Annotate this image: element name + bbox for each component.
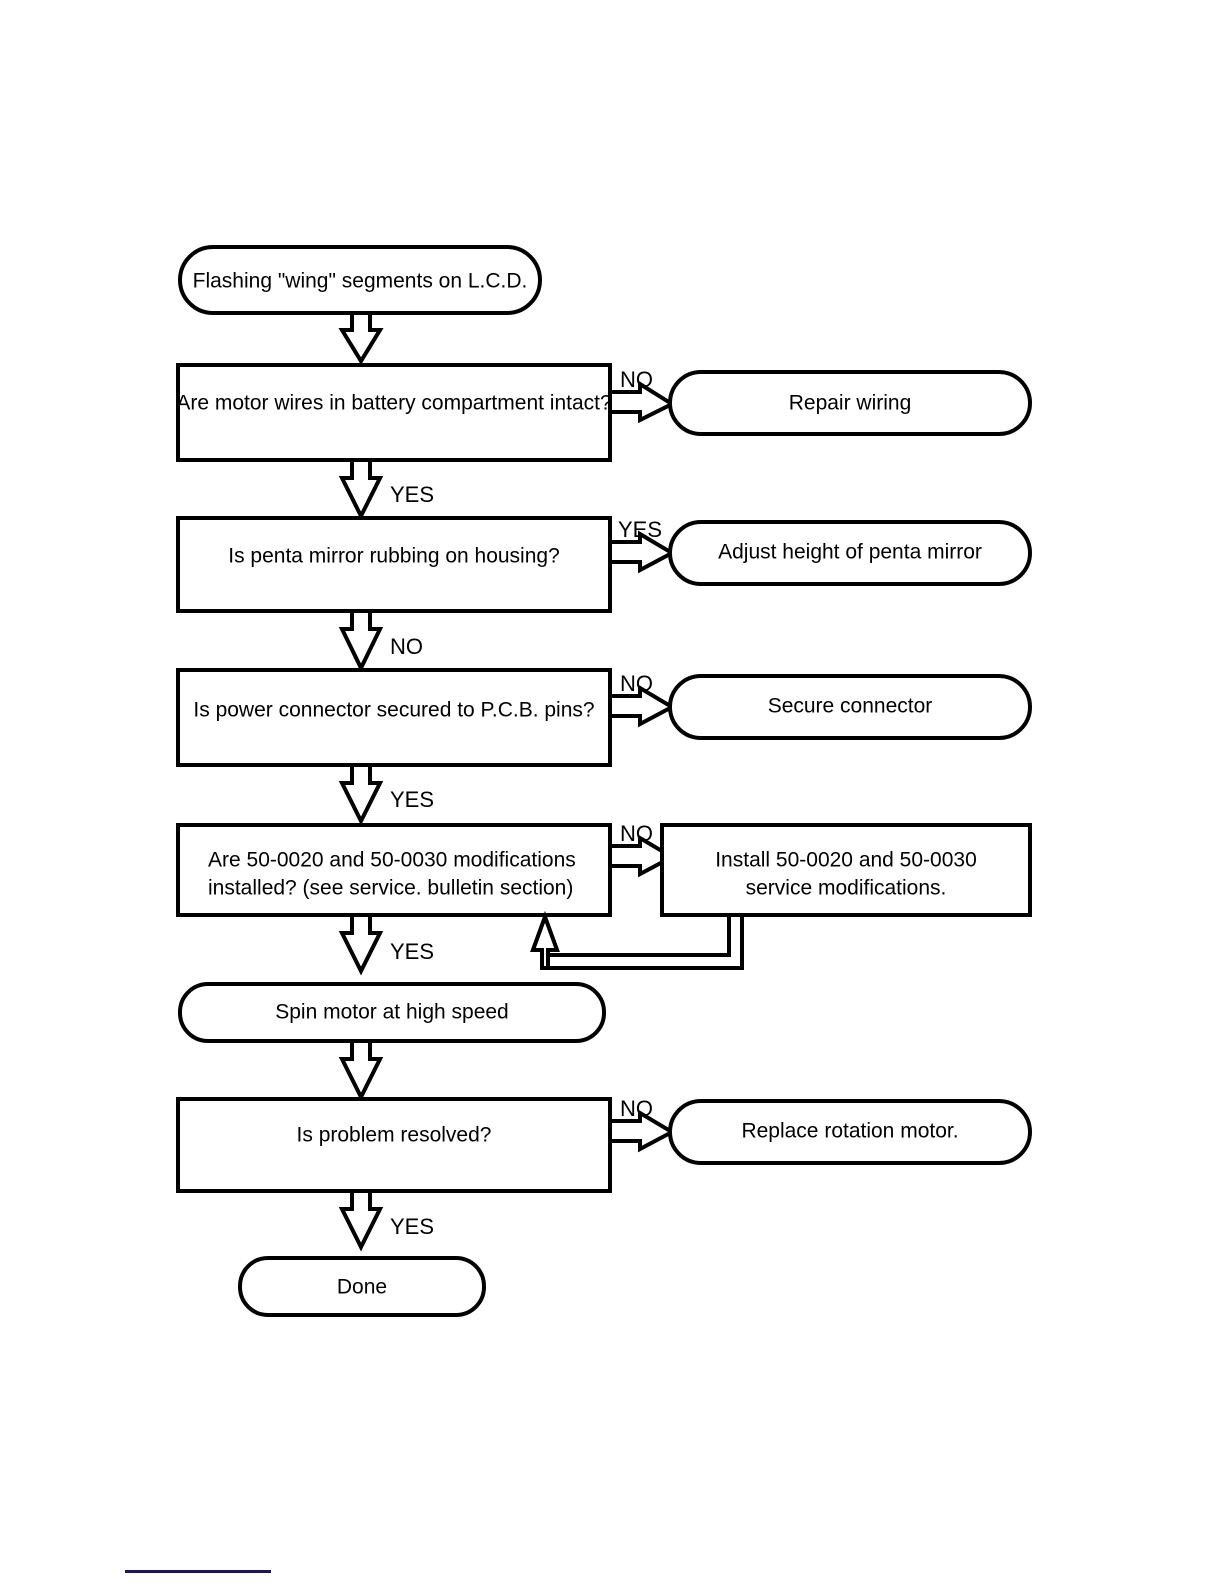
decision2-shape (176, 516, 612, 613)
node-end[interactable]: Done (238, 1256, 486, 1317)
edge-label-d4-no: NO (620, 821, 653, 846)
action1-label: Repair wiring (789, 392, 912, 415)
arrow-decision1-yes: YES (338, 458, 434, 521)
decision3-shape (176, 668, 612, 767)
edge-label-d2-no: NO (390, 634, 423, 659)
node-action1[interactable]: Repair wiring (668, 370, 1032, 436)
node-action2[interactable]: Adjust height of penta mirror (668, 520, 1032, 586)
arrow-decision2-yes: YES (608, 517, 677, 574)
node-decision4[interactable]: Are 50-0020 and 50-0030 modifications in… (176, 823, 612, 917)
decision5-label: Is problem resolved? (297, 1124, 492, 1147)
arrow-process1-to-decision5 (338, 1039, 384, 1102)
edge-label-d1-no: NO (620, 367, 653, 392)
end-shape (238, 1256, 486, 1317)
edge-label-d3-no: NO (620, 671, 653, 696)
arrow-decision4-no: NO (608, 821, 677, 878)
arrow-decision5-yes: YES (338, 1189, 434, 1252)
decision1-label: Are motor wires in battery compartment i… (176, 392, 611, 415)
action2-shape (668, 520, 1032, 586)
node-start[interactable]: Flashing "wing" segments on L.C.D. (178, 245, 542, 315)
process1-shape (178, 982, 606, 1043)
action5-shape (668, 1099, 1032, 1165)
arrow-decision4-yes: YES (338, 913, 434, 976)
node-decision1[interactable]: Are motor wires in battery compartment i… (176, 363, 612, 462)
action4-shape (660, 823, 1032, 917)
node-action3[interactable]: Secure connector (668, 674, 1032, 740)
edge-label-d2-yes: YES (618, 517, 662, 542)
decision4-shape (176, 823, 612, 917)
arrow-decision2-no: NO (338, 609, 423, 673)
node-process1[interactable]: Spin motor at high speed (178, 982, 606, 1043)
edge-label-d4-yes: YES (390, 939, 434, 964)
node-action4[interactable]: Install 50-0020 and 50-0030 service modi… (660, 823, 1032, 917)
node-decision3[interactable]: Is power connector secured to P.C.B. pin… (176, 668, 612, 767)
footer-rule (125, 1570, 271, 1573)
arrow-decision3-yes: YES (338, 763, 434, 826)
node-decision2[interactable]: Is penta mirror rubbing on housing? (176, 516, 612, 613)
arrow-decision1-no: NO (608, 367, 677, 424)
process1-label: Spin motor at high speed (275, 1001, 508, 1024)
start-label: Flashing "wing" segments on L.C.D. (193, 270, 528, 293)
decision1-shape (176, 363, 612, 462)
action4-label-line1: Install 50-0020 and 50-0030 (715, 849, 977, 872)
action5-label: Replace rotation motor. (741, 1120, 958, 1143)
edge-label-d5-yes: YES (390, 1214, 434, 1239)
decision5-shape (176, 1097, 612, 1193)
edge-label-d5-no: NO (620, 1096, 653, 1121)
action3-label: Secure connector (768, 695, 933, 718)
action3-shape (668, 674, 1032, 740)
decision3-label: Is power connector secured to P.C.B. pin… (193, 699, 594, 722)
action2-label: Adjust height of penta mirror (718, 541, 982, 564)
decision4-label-line1: Are 50-0020 and 50-0030 modifications (208, 849, 576, 872)
loopback-action4-to-decision4 (530, 911, 744, 970)
node-action5[interactable]: Replace rotation motor. (668, 1099, 1032, 1165)
arrow-decision3-no: NO (608, 671, 677, 728)
decision2-label: Is penta mirror rubbing on housing? (228, 545, 560, 568)
edge-label-d1-yes: YES (390, 482, 434, 507)
arrow-decision5-no: NO (608, 1096, 677, 1153)
arrow-start-to-decision1 (338, 311, 384, 365)
end-label: Done (337, 1276, 387, 1299)
action1-shape (668, 370, 1032, 436)
node-decision5[interactable]: Is problem resolved? (176, 1097, 612, 1193)
edge-label-d3-yes: YES (390, 787, 434, 812)
action4-label-line2: service modifications. (746, 877, 947, 900)
decision4-label-line2: installed? (see service. bulletin sectio… (208, 877, 573, 900)
